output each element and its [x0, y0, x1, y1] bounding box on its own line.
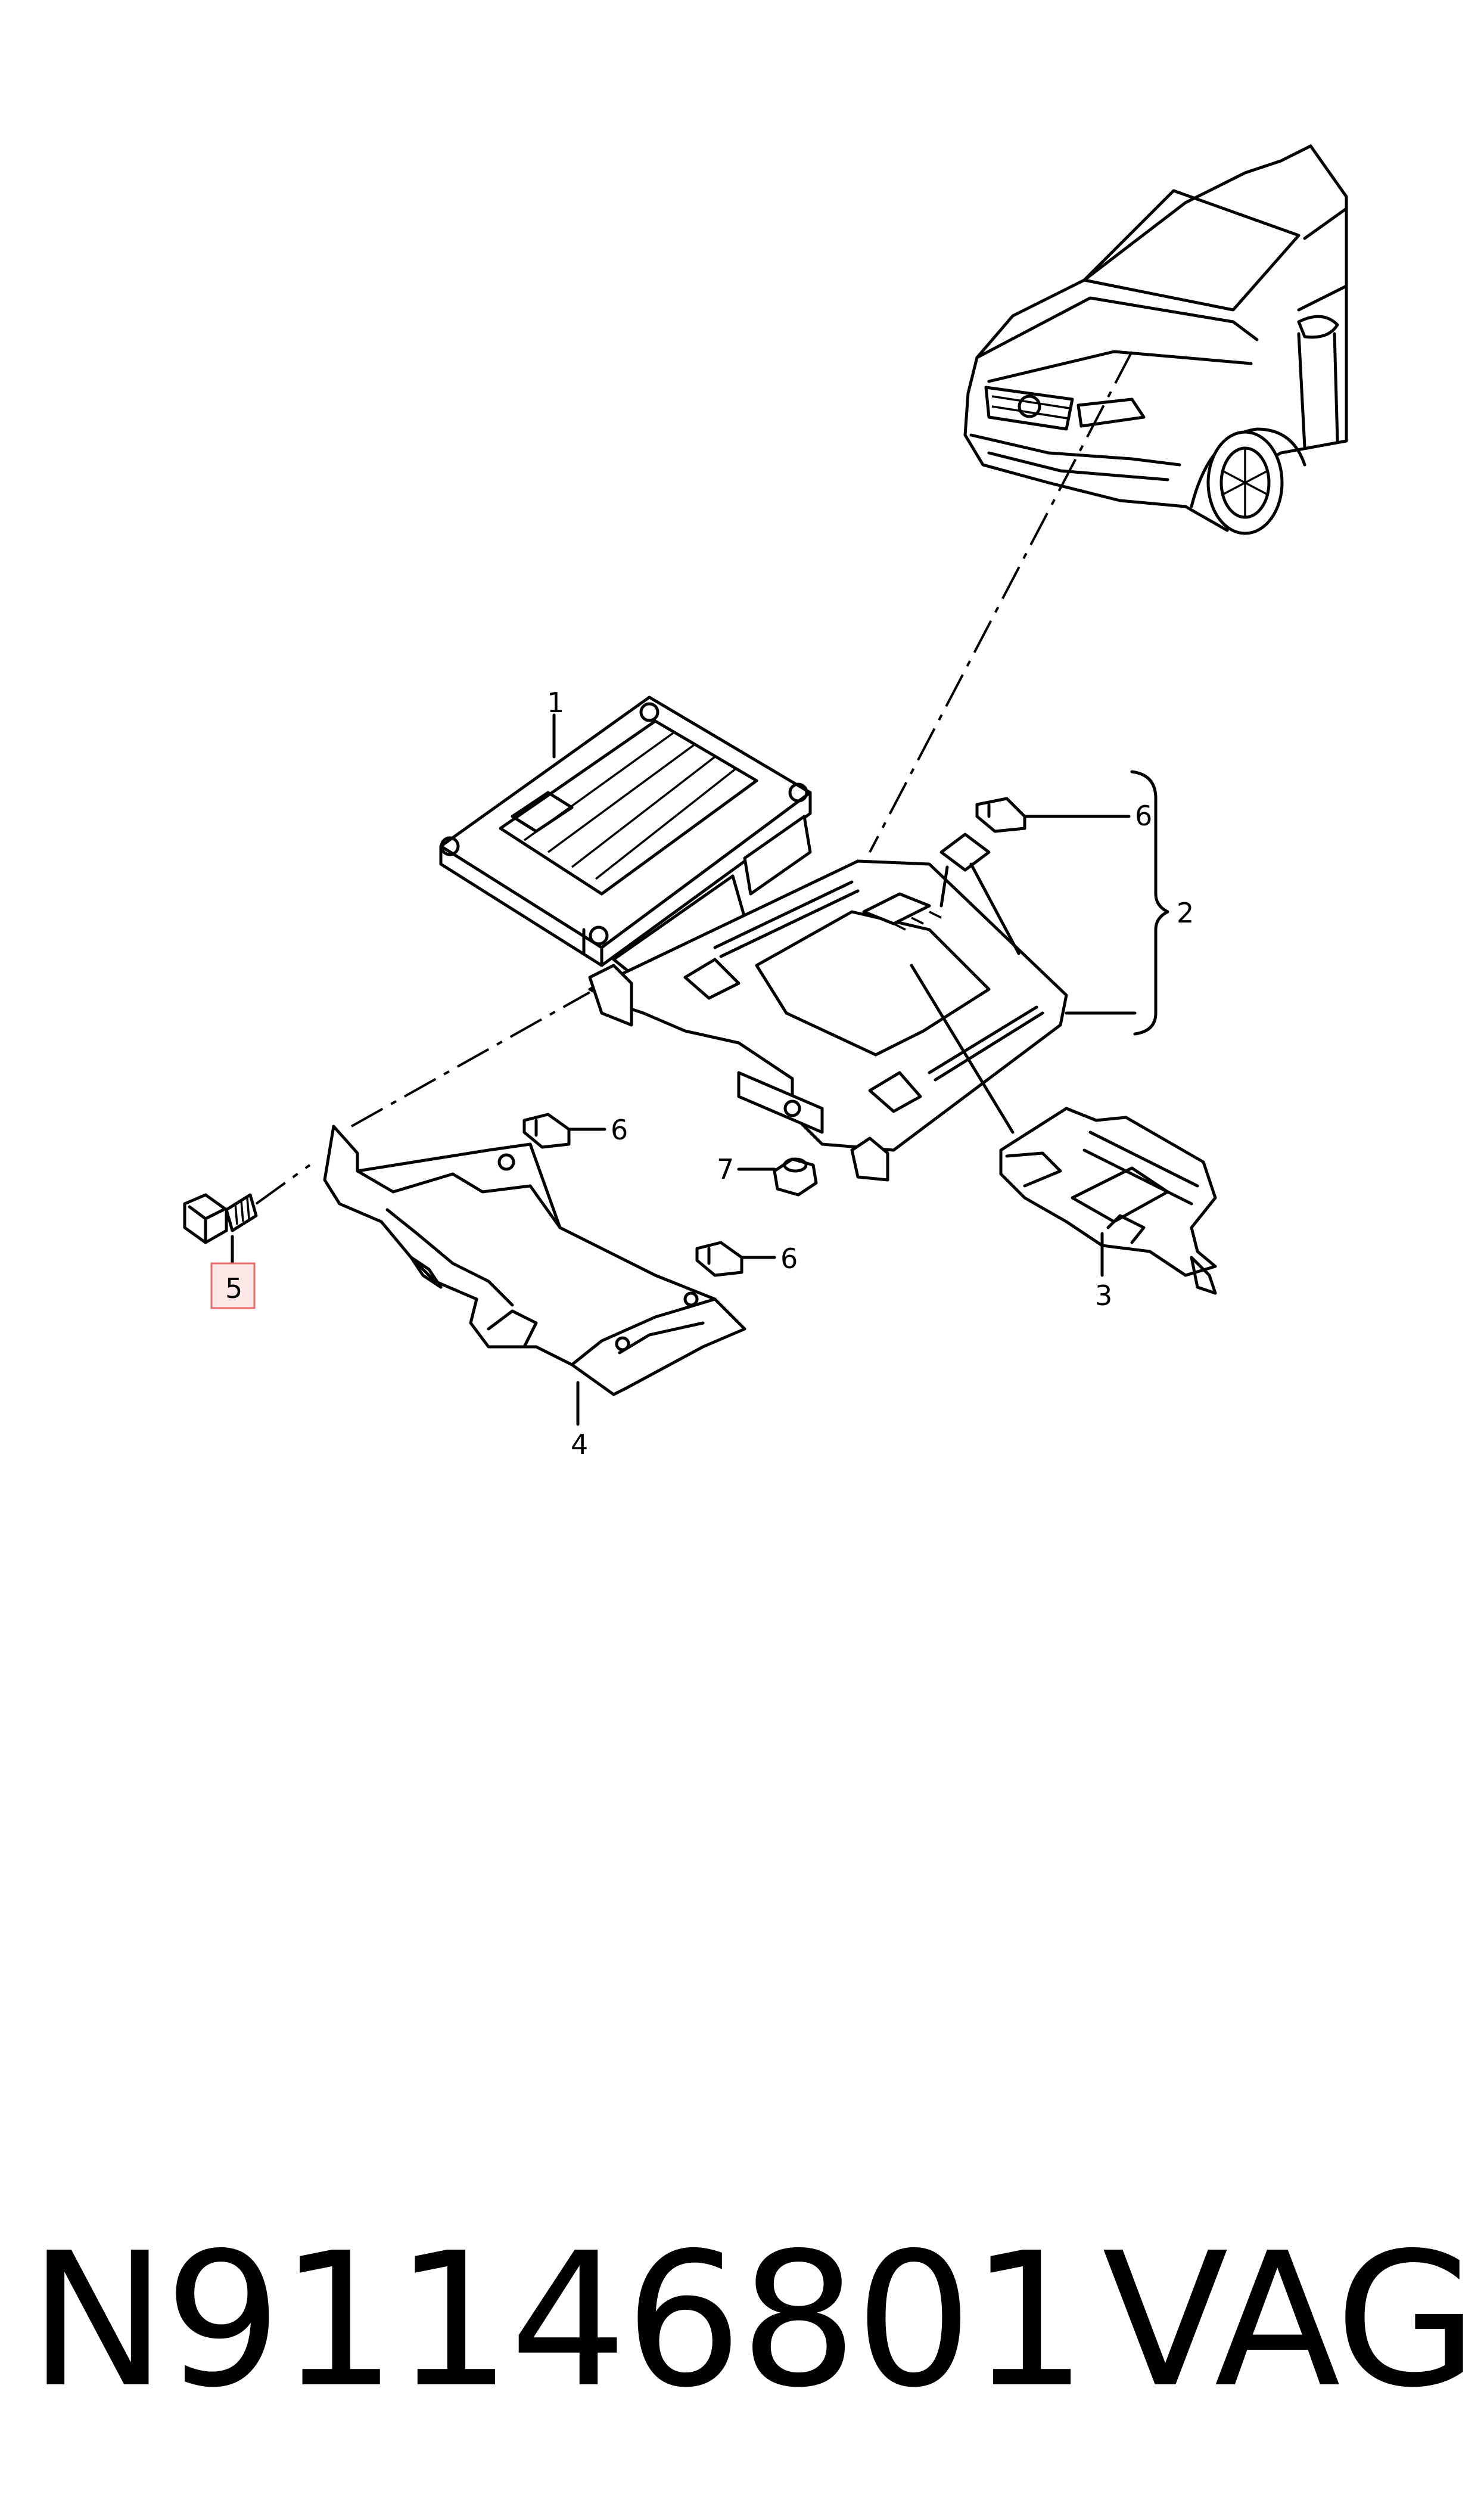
callout-3: 3	[1095, 1279, 1112, 1312]
leader-2b	[969, 862, 1021, 955]
callout-6b: 6	[611, 1114, 628, 1146]
part-3-side-holder	[999, 1107, 1217, 1295]
location-leader-line	[869, 351, 1133, 853]
callout-5: 5	[225, 1272, 242, 1304]
assembly-leader-line	[351, 991, 590, 1128]
part-number: N91146801	[29, 2213, 1088, 2428]
bracket-brace-2	[1130, 770, 1169, 1036]
callout-1: 1	[547, 687, 564, 719]
leader-2c	[939, 865, 949, 908]
brand-name: VAG	[1102, 2213, 1478, 2428]
part-7-nut	[773, 1157, 818, 1197]
part-6-clip-top	[975, 797, 1026, 833]
part-6-clip-middle	[522, 1113, 571, 1149]
part-5-bolt	[183, 1193, 258, 1244]
callout-6c: 6	[780, 1243, 798, 1275]
part-2-mounting-bracket	[588, 833, 1068, 1182]
callout-5-highlight	[210, 1262, 256, 1309]
callout-7: 7	[717, 1153, 734, 1185]
callout-6a: 6	[1135, 800, 1152, 832]
vehicle-illustration	[963, 144, 1348, 535]
part-6-clip-lower	[695, 1241, 743, 1277]
bolt-leader-line	[255, 1164, 311, 1205]
callout-4: 4	[571, 1428, 588, 1461]
leader-3b	[910, 964, 1015, 1134]
callout-2: 2	[1177, 897, 1194, 929]
part-4-lower-bracket	[323, 1125, 746, 1396]
